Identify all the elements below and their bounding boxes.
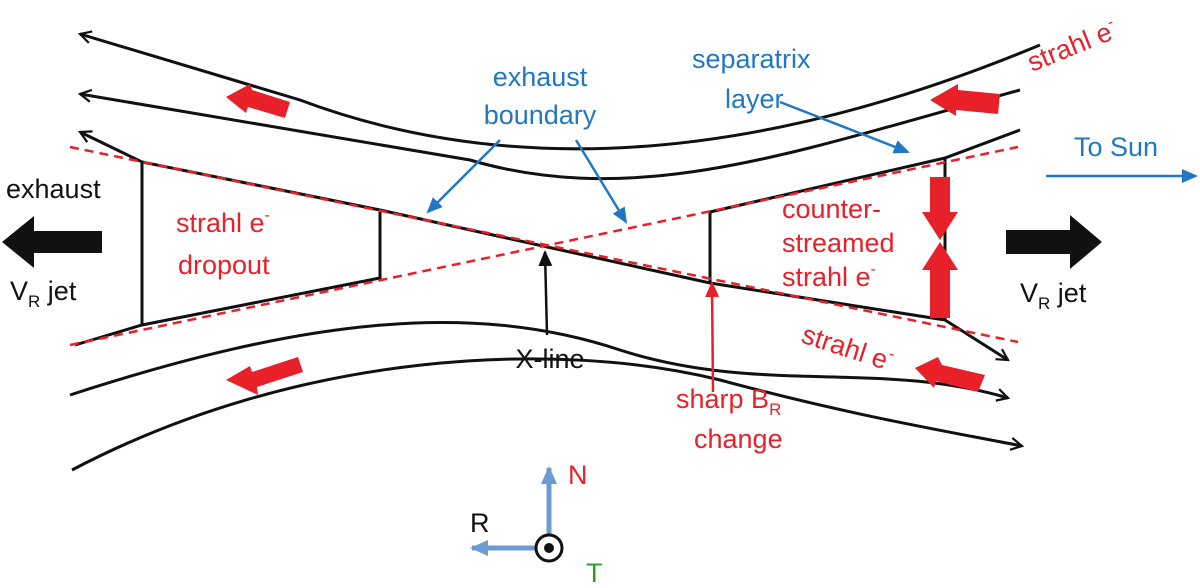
boundary-line-1 <box>69 145 1019 344</box>
field-line-top-curve <box>80 88 1021 181</box>
field-line-bottom-curve <box>69 320 1008 398</box>
strahl-top-label: strahl e- <box>1023 14 1122 78</box>
x-line-arrow <box>538 250 553 336</box>
svg-text:boundary: boundary <box>484 100 597 130</box>
separatrix-label: separatrix <box>692 44 811 74</box>
strahl-arrow-top-right <box>930 84 1000 116</box>
separatrix-arrow <box>779 100 910 154</box>
svg-text:streamed: streamed <box>782 228 895 258</box>
counter-arrow-up <box>922 242 958 318</box>
strahl-arrow-bottom-left <box>226 357 303 395</box>
counter-arrow-down <box>922 177 958 240</box>
vr-jet-right-label: VR jet <box>1020 278 1087 313</box>
coordinate-axes <box>470 466 564 563</box>
strahl-arrows <box>226 84 1000 395</box>
counter-streamed-label: counter- <box>782 194 881 224</box>
x-line-label: X-line <box>515 344 584 374</box>
boundary-line-2 <box>69 145 1019 347</box>
field-line-bottom-inner-tail <box>944 318 1008 362</box>
exhaust-boundary-arrow-left <box>426 139 501 214</box>
field-line-bottom-outer <box>71 357 1022 472</box>
svg-text:layer: layer <box>725 84 784 114</box>
strahl-arrow-bottom-right <box>915 357 985 392</box>
annotation-arrows <box>426 100 1198 224</box>
exhaust-boundary-label: exhaust <box>493 62 588 92</box>
svg-text:change: change <box>694 424 783 454</box>
axis-r-label: R <box>470 508 490 538</box>
to-sun-label: To Sun <box>1074 132 1158 162</box>
jet-arrow-left <box>2 216 102 268</box>
strahl-arrow-top-left <box>226 84 290 118</box>
axis-n-label: N <box>568 460 588 490</box>
svg-text:dropout: dropout <box>178 250 270 280</box>
sharp-br-arrow <box>705 281 720 393</box>
exhaust-boundary-arrow-right <box>574 139 628 224</box>
jet-arrow-right <box>1006 215 1102 269</box>
strahl-dropout-label: strahl e- <box>176 207 270 238</box>
axis-t-label: T <box>586 558 603 588</box>
exhaust-boundary-lines <box>69 145 1019 347</box>
exhaust-left-label: exhaust <box>6 174 101 204</box>
field-line-top-outer <box>80 34 1041 151</box>
strahl-bottom-label: strahl e- <box>798 318 897 376</box>
sharp-br-label: sharp BR <box>676 384 781 419</box>
svg-text:strahl e-: strahl e- <box>782 261 876 292</box>
vr-jet-left-label: VR jet <box>10 276 77 311</box>
field-line-bottom-inner <box>74 210 382 347</box>
